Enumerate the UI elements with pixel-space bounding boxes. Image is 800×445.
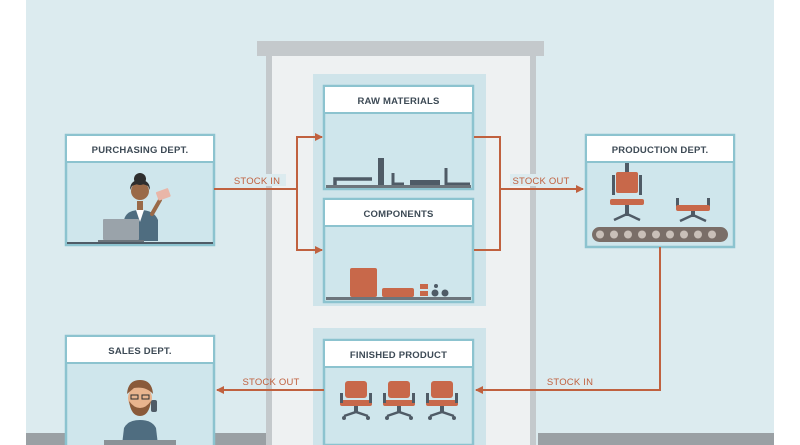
arrow-inventory-to-production — [474, 136, 584, 251]
office-chair-icon — [426, 381, 458, 420]
purchasing-dept-box: PURCHASING DEPT. — [64, 133, 216, 247]
arrow-purchasing-to-inventory — [214, 133, 323, 254]
purchasing-dept-label: PURCHASING DEPT. — [92, 145, 189, 156]
stock-out-label: STOCK OUT — [512, 176, 569, 187]
stock-out-label: STOCK OUT — [242, 377, 299, 388]
components-label: COMPONENTS — [363, 209, 433, 220]
sales-dept-label: SALES DEPT. — [108, 346, 171, 357]
raw-materials-box: RAW MATERIALS — [322, 84, 475, 191]
raw-materials-icon — [326, 158, 471, 188]
purchaser-person-icon — [124, 173, 171, 241]
office-chair-icon — [340, 381, 372, 420]
arrow-production-to-finished — [475, 247, 661, 394]
office-chair-icon — [383, 381, 415, 420]
finished-product-label: FINISHED PRODUCT — [350, 350, 447, 361]
conveyor-belt-icon — [592, 227, 728, 242]
stock-in-label: STOCK IN — [234, 176, 280, 187]
ground-right — [538, 433, 774, 445]
sales-dept-box: SALES DEPT. — [64, 334, 216, 445]
laptop-icon — [67, 219, 213, 244]
finished-product-box: FINISHED PRODUCT — [322, 338, 475, 445]
stock-in-label: STOCK IN — [547, 377, 593, 388]
components-box: COMPONENTS — [322, 197, 475, 304]
raw-materials-label: RAW MATERIALS — [357, 96, 439, 107]
robotic-arm-icon — [610, 163, 644, 222]
chair-seat-icon — [676, 198, 710, 223]
salesperson-icon — [104, 380, 176, 445]
production-dept-box: PRODUCTION DEPT. — [584, 133, 736, 249]
production-dept-label: PRODUCTION DEPT. — [612, 145, 709, 156]
components-icon — [326, 268, 471, 300]
